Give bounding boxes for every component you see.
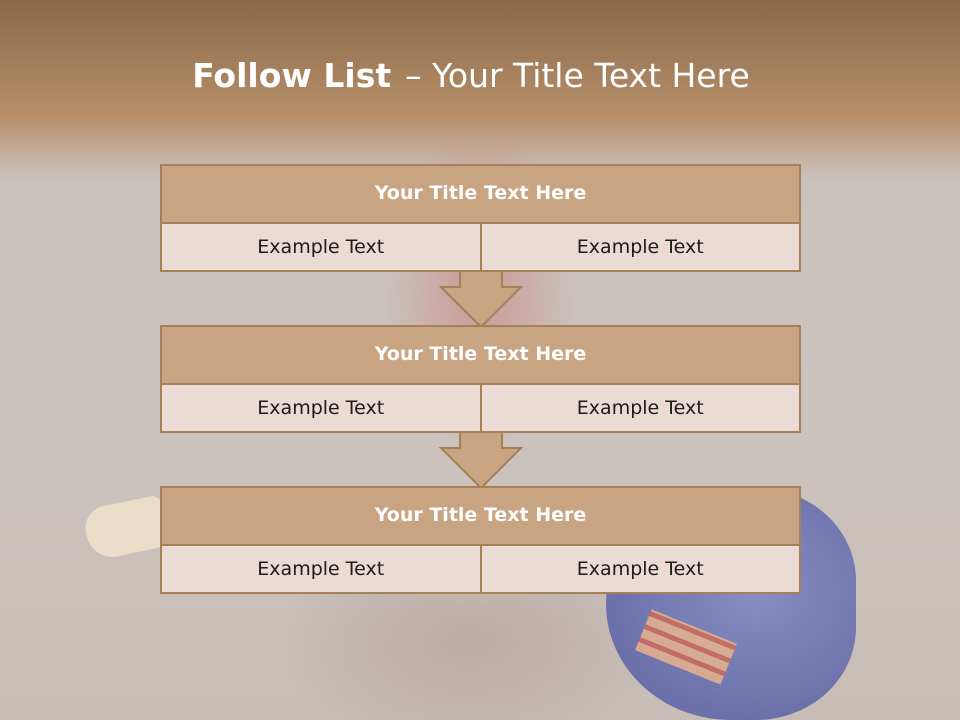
block-row: Example Text Example Text [162,546,799,592]
slide-title: Follow List – Your Title Text Here [0,52,942,100]
block-cell-left: Example Text [162,224,480,270]
list-block-2: Your Title Text Here Example Text Exampl… [160,325,801,433]
slide-title-rest: – Your Title Text Here [405,56,750,95]
block-cell-right: Example Text [479,224,799,270]
list-block-1: Your Title Text Here Example Text Exampl… [160,164,801,272]
block-row: Example Text Example Text [162,385,799,431]
block-cell-right: Example Text [479,546,799,592]
down-arrow-icon [438,431,524,489]
slide-title-bold: Follow List [192,56,392,95]
down-arrow-icon [438,270,524,328]
block-title: Your Title Text Here [162,166,799,224]
block-title: Your Title Text Here [162,488,799,546]
header-band [0,0,960,180]
block-title: Your Title Text Here [162,327,799,385]
block-cell-right: Example Text [479,385,799,431]
block-cell-left: Example Text [162,546,480,592]
block-cell-left: Example Text [162,385,480,431]
block-row: Example Text Example Text [162,224,799,270]
list-block-3: Your Title Text Here Example Text Exampl… [160,486,801,594]
